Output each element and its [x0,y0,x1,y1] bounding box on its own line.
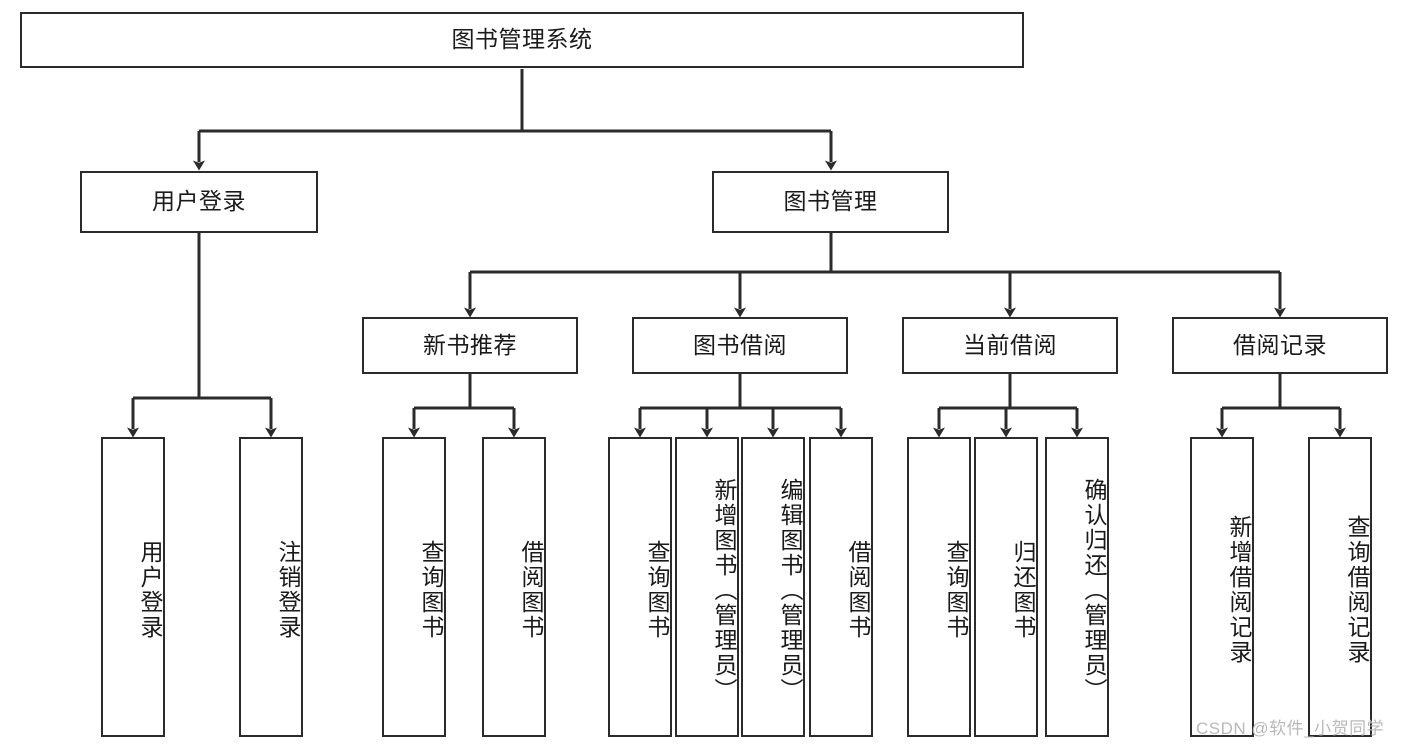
node-current-borrow[interactable]: 当前借阅 [902,317,1118,374]
node-leaf-add-borrow-record[interactable]: 新增借阅记录 [1190,437,1254,737]
node-label: 借阅图书 [518,540,544,640]
node-label: 归还图书 [1010,540,1036,640]
node-leaf-query-book-borrow[interactable]: 查询图书 [608,437,672,737]
node-label: 查询借阅记录 [1344,515,1370,665]
node-label: 新增图书（管理员） [711,477,737,703]
node-label: 借阅记录 [1233,331,1327,358]
node-label: 查询图书 [943,540,969,640]
node-label: 借阅图书 [845,540,871,640]
node-book-management-system[interactable]: 图书管理系统 [20,12,1024,68]
node-label: 确认归还（管理员） [1081,477,1107,703]
node-label: 查询图书 [644,540,670,640]
node-leaf-query-book-recommend[interactable]: 查询图书 [382,437,446,737]
node-leaf-logout[interactable]: 注销登录 [239,437,303,737]
node-label: 当前借阅 [963,331,1057,358]
watermark: CSDN @软件_小贺同学 [1196,719,1385,738]
node-user-login[interactable]: 用户登录 [80,171,318,233]
node-leaf-user-login[interactable]: 用户登录 [101,437,165,737]
node-label: 新增借阅记录 [1226,515,1252,665]
node-new-book-recommend[interactable]: 新书推荐 [362,317,578,374]
node-leaf-borrow-book[interactable]: 借阅图书 [809,437,873,737]
node-label: 图书管理 [783,188,878,215]
node-label: 查询图书 [418,540,444,640]
node-book-management[interactable]: 图书管理 [712,171,949,233]
node-leaf-query-book-current[interactable]: 查询图书 [907,437,971,737]
node-label: 编辑图书（管理员） [777,477,803,703]
node-leaf-confirm-return-admin[interactable]: 确认归还（管理员） [1045,437,1109,737]
node-leaf-add-book-admin[interactable]: 新增图书（管理员） [675,437,739,737]
node-leaf-query-borrow-record[interactable]: 查询借阅记录 [1308,437,1372,737]
node-leaf-edit-book-admin[interactable]: 编辑图书（管理员） [741,437,805,737]
node-label: 注销登录 [275,540,301,640]
node-label: 图书借阅 [693,331,787,358]
node-leaf-borrow-book-recommend[interactable]: 借阅图书 [482,437,546,737]
node-borrow-record[interactable]: 借阅记录 [1172,317,1388,374]
node-book-borrow[interactable]: 图书借阅 [632,317,848,374]
node-label: 用户登录 [137,540,163,640]
node-leaf-return-book[interactable]: 归还图书 [974,437,1038,737]
node-label: 图书管理系统 [451,26,593,53]
node-label: 用户登录 [152,188,246,215]
node-label: 新书推荐 [423,331,517,358]
